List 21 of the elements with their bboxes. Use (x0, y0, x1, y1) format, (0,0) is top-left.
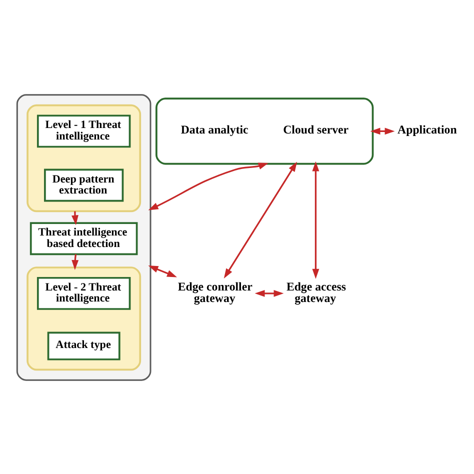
cluster (26, 104, 142, 212)
node-text: Cloud server (283, 122, 349, 136)
node-text: Edge access gateway (286, 278, 346, 305)
cluster (156, 97, 374, 164)
node-box: Deep pattern extraction (44, 168, 124, 202)
cluster (16, 94, 152, 380)
node-box: Level - 1 Threat intelligence (36, 114, 131, 148)
node-box: Threat intelligence based detection (30, 222, 138, 255)
node-text: Edge conroller gateway (178, 278, 252, 305)
node-box: Level - 2 Threat intelligence (36, 276, 131, 310)
arrow (370, 127, 395, 134)
node-text: Application (398, 122, 457, 136)
arrow (254, 289, 284, 296)
arrow (224, 161, 298, 278)
arrow (148, 265, 177, 277)
arrow (312, 160, 320, 278)
arrow (148, 162, 268, 210)
node-box: Attack type (47, 331, 120, 360)
node-text: Data analytic (180, 122, 248, 136)
arrow (72, 210, 78, 225)
cluster (26, 266, 142, 370)
